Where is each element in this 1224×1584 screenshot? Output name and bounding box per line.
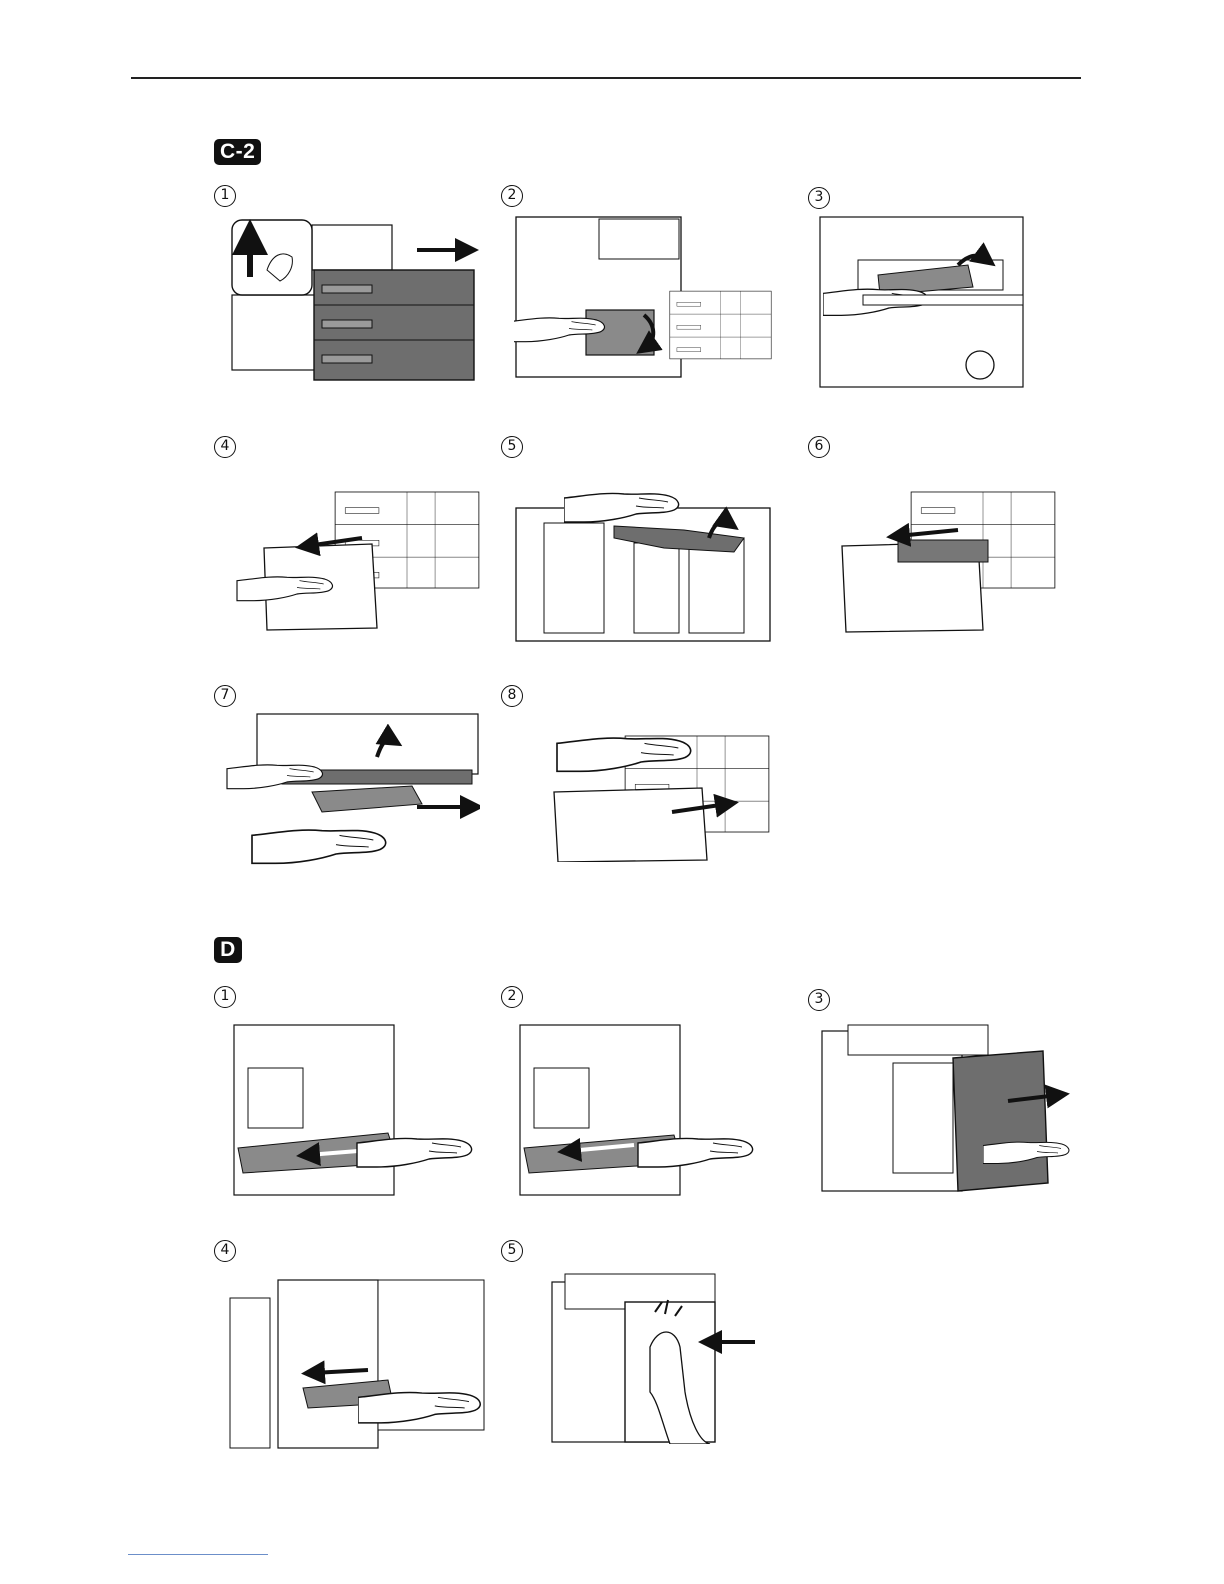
figure-c2-step-4 [222,468,480,638]
step-number-d-2: 2 [501,986,523,1008]
step-number-d-1: 1 [214,986,236,1008]
figure-c2-step-8 [552,712,770,862]
step-number-c2-8: 8 [501,685,523,707]
section-badge-d: D [214,937,242,963]
figure-d-step-2 [514,1023,772,1198]
figure-d-step-4 [228,1278,486,1450]
step-number-d-3: 3 [808,989,830,1011]
figure-c2-step-3 [818,215,1025,390]
step-number-c2-1: 1 [214,185,236,207]
figure-d-step-5 [550,1272,760,1444]
figure-d-step-1 [228,1023,486,1198]
step-number-c2-6: 6 [808,436,830,458]
figure-d-step-3 [818,1023,1076,1198]
step-number-c2-3: 3 [808,187,830,209]
figure-c2-step-1 [222,215,480,390]
section-badge-c2: C-2 [214,139,261,165]
step-number-c2-7: 7 [214,685,236,707]
footer-link-rule [128,1554,268,1555]
figure-c2-step-6 [838,468,1056,636]
step-number-c2-2: 2 [501,185,523,207]
figure-c2-step-7 [222,712,480,887]
step-number-d-5: 5 [501,1240,523,1262]
figure-c2-step-5 [514,468,772,643]
step-number-c2-5: 5 [501,436,523,458]
figure-c2-step-2 [514,215,772,390]
step-number-d-4: 4 [214,1240,236,1262]
step-number-c2-4: 4 [214,436,236,458]
header-rule [131,77,1081,79]
